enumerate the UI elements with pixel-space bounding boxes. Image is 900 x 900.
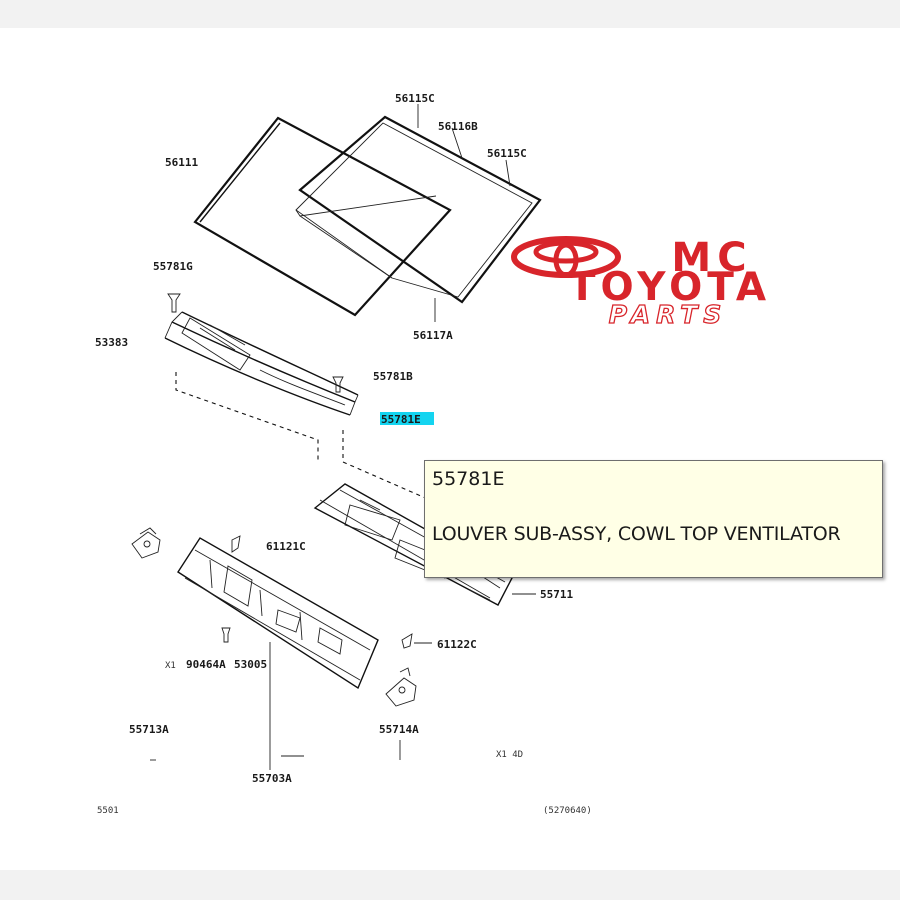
bracket-left[interactable] — [131, 527, 161, 559]
label-53383[interactable]: 53383 — [95, 336, 128, 349]
cowl-panel-55703a[interactable] — [177, 537, 379, 690]
label-61121c[interactable]: 61121C — [266, 540, 306, 553]
clip-55781g[interactable] — [167, 293, 181, 313]
label-56115c-top[interactable]: 56115C — [395, 92, 435, 105]
clip-55781b[interactable] — [332, 376, 344, 393]
label-53005[interactable]: 53005 — [234, 658, 267, 671]
label-55781b[interactable]: 55781B — [373, 370, 413, 383]
label-61122c[interactable]: 61122C — [437, 638, 477, 651]
bracket-right[interactable] — [385, 667, 417, 707]
tooltip-part-code: 55781E — [432, 468, 505, 490]
clip-61121c[interactable] — [231, 535, 241, 553]
note-mid: X1 4D — [496, 750, 523, 760]
note-right: (5270640) — [543, 806, 592, 816]
clip-90464a[interactable] — [221, 627, 231, 643]
logo-line3: PARTS — [609, 300, 728, 329]
windshield-dam-frame[interactable] — [295, 115, 542, 304]
label-56111[interactable]: 56111 — [165, 156, 198, 169]
cowl-louver-upper[interactable] — [164, 311, 359, 416]
label-x1-prefix: X1 — [165, 661, 176, 671]
tooltip-part-description: LOUVER SUB-ASSY, COWL TOP VENTILATOR — [432, 523, 841, 545]
windshield-glass[interactable] — [193, 116, 452, 317]
label-55703a[interactable]: 55703A — [252, 772, 292, 785]
note-left: 5501 — [97, 806, 119, 816]
diagram-sheet — [0, 28, 900, 870]
label-55711[interactable]: 55711 — [540, 588, 573, 601]
label-56117a[interactable]: 56117A — [413, 329, 453, 342]
logo-line1: MC — [671, 235, 752, 281]
toyota-emblem-icon — [511, 236, 621, 278]
label-55714a[interactable]: 55714A — [379, 723, 419, 736]
label-55713a[interactable]: 55713A — [129, 723, 169, 736]
label-55781g[interactable]: 55781G — [153, 260, 193, 273]
label-56115c-right[interactable]: 56115C — [487, 147, 527, 160]
label-55781e[interactable]: 55781E — [381, 413, 421, 426]
highlight-55781e — [380, 412, 434, 425]
label-56116b[interactable]: 56116B — [438, 120, 478, 133]
clip-61122c[interactable] — [401, 633, 413, 649]
label-90464a[interactable]: 90464A — [186, 658, 226, 671]
omc-toyota-logo: MC TOYOTA PARTS — [511, 235, 771, 330]
part-tooltip: 55781E LOUVER SUB-ASSY, COWL TOP VENTILA… — [424, 460, 883, 578]
logo-line2: TOYOTA — [569, 265, 771, 310]
